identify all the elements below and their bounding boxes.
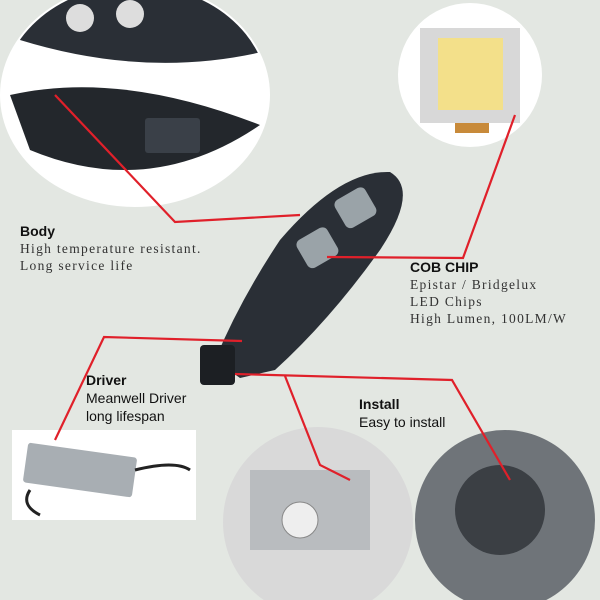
body-leader-line — [54, 94, 301, 224]
driver-callout: Driver Meanwell Driver long lifespan — [86, 372, 186, 425]
cob-leader-line — [326, 114, 517, 260]
cob-line-2: LED Chips — [410, 294, 483, 309]
driver-image — [12, 430, 196, 520]
body-line-2: Long service life — [20, 258, 134, 273]
install-line-1: Easy to install — [359, 414, 446, 430]
install-title: Install — [359, 396, 400, 412]
install-leader-line-bracket — [283, 375, 351, 481]
install-callout: Install Easy to install — [359, 396, 445, 431]
body-title: Body — [20, 223, 55, 239]
body-callout: Body High temperature resistant. Long se… — [20, 223, 202, 274]
cob-chip-image — [398, 3, 542, 147]
driver-title: Driver — [86, 372, 127, 388]
cob-line-3: High Lumen, 100LM/W — [410, 311, 568, 326]
street-lamp-image — [200, 171, 403, 385]
install-bracket-image — [223, 427, 413, 600]
cob-title: COB CHIP — [410, 259, 479, 275]
leader-lines — [54, 94, 517, 481]
install-leader-line-mount — [234, 372, 511, 481]
install-mount-image — [415, 430, 595, 600]
cob-callout: COB CHIP Epistar / Bridgelux LED Chips H… — [410, 259, 567, 327]
body-detail-image — [0, 0, 270, 207]
driver-line-1: Meanwell Driver — [86, 390, 187, 406]
cob-line-1: Epistar / Bridgelux — [410, 277, 538, 292]
body-line-1: High temperature resistant. — [20, 241, 202, 256]
driver-leader-line — [54, 335, 243, 441]
driver-line-2: long lifespan — [86, 408, 165, 424]
